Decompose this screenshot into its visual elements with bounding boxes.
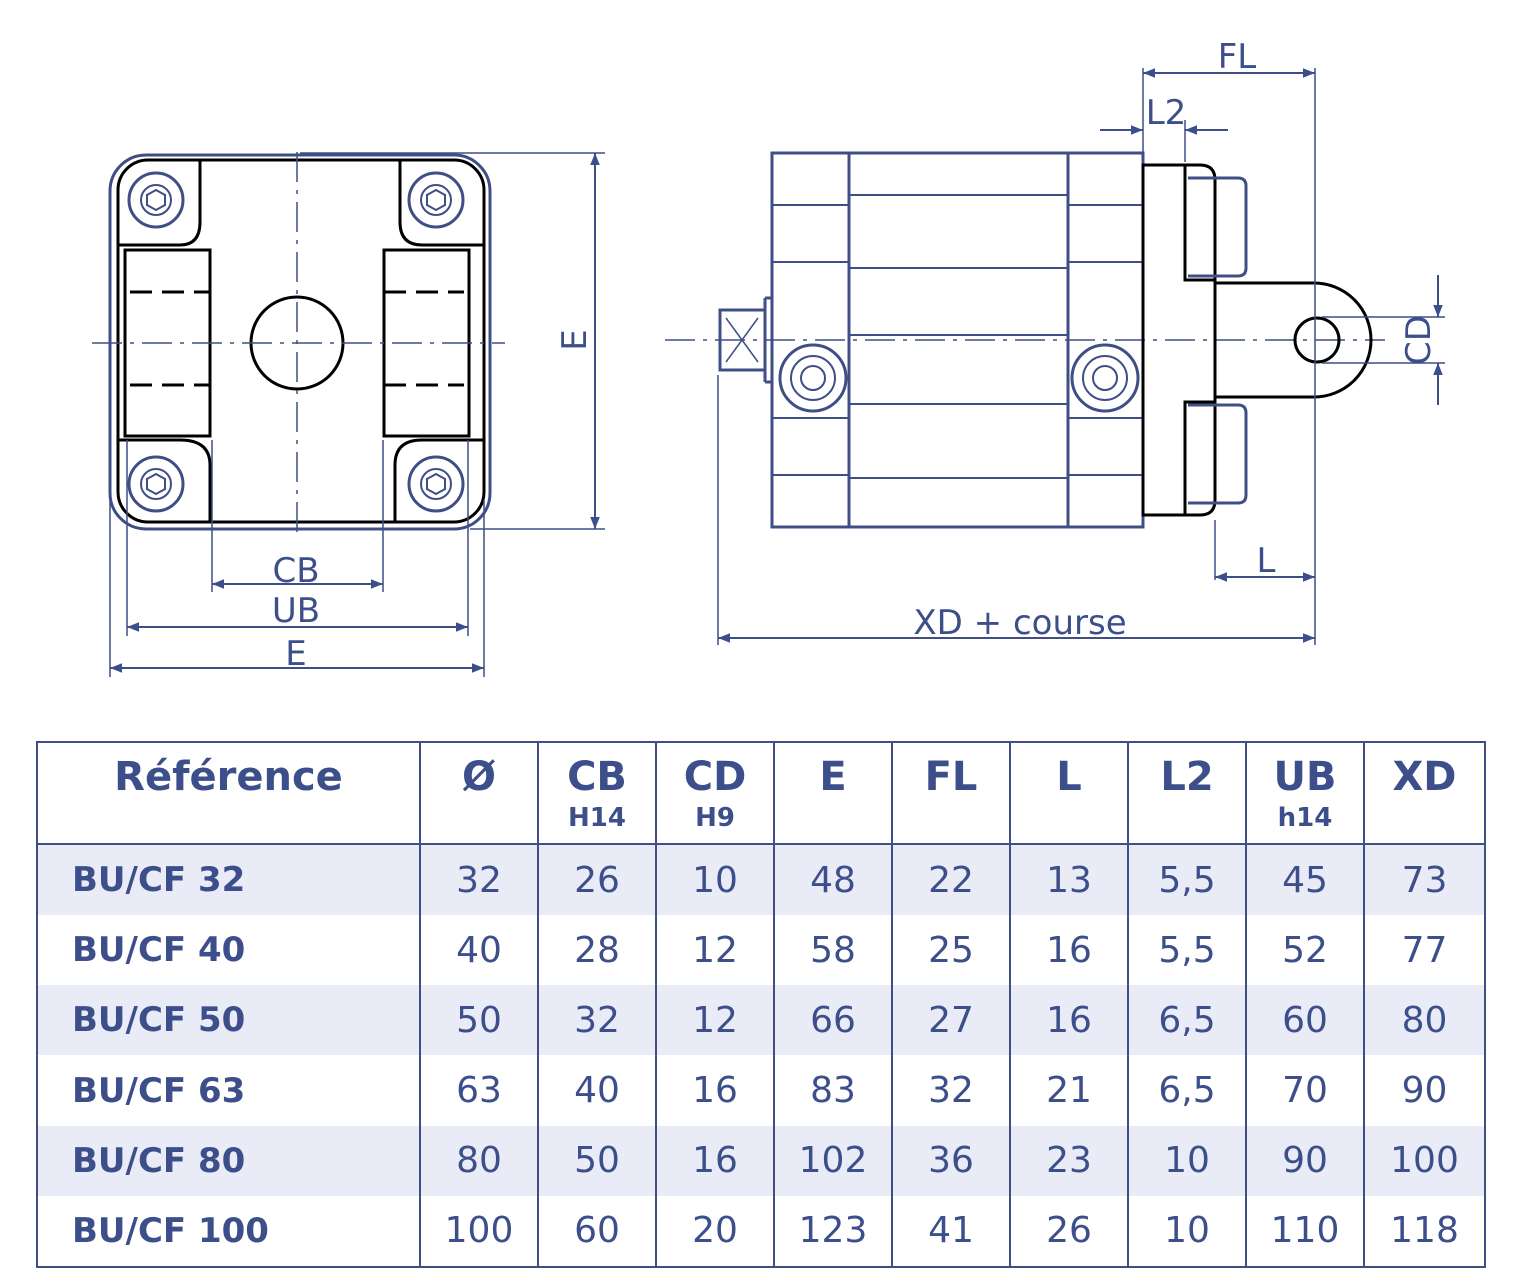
cell-xd: 100 — [1363, 1125, 1486, 1196]
cell-diameter: 50 — [419, 985, 539, 1056]
cell-diameter: 32 — [419, 844, 539, 916]
screw-bottom-right — [407, 455, 465, 513]
table-row: BU/CF 50 50 32 12 66 27 16 6,5 60 80 — [36, 985, 1486, 1056]
cell-ub: 70 — [1245, 1055, 1365, 1126]
header-diameter: Ø — [419, 741, 539, 845]
dim-label-l: L — [1257, 541, 1276, 581]
cell-e: 66 — [773, 985, 893, 1056]
cell-cd: 16 — [655, 1125, 775, 1196]
cell-xd: 90 — [1363, 1055, 1486, 1126]
technical-drawing: CB UB E E — [92, 37, 1445, 677]
cell-l: 13 — [1009, 844, 1129, 916]
port-right — [1070, 343, 1140, 413]
cell-reference: BU/CF 32 — [36, 844, 421, 916]
header-l2: L2 — [1127, 741, 1247, 845]
cell-l2: 5,5 — [1127, 844, 1247, 916]
cell-fl: 27 — [891, 985, 1011, 1056]
cell-diameter: 80 — [419, 1125, 539, 1196]
dim-label-xd: XD + course — [913, 603, 1126, 643]
cell-reference: BU/CF 63 — [36, 1055, 421, 1126]
cell-cd: 16 — [655, 1055, 775, 1126]
cell-cd: 10 — [655, 844, 775, 916]
cell-reference: BU/CF 50 — [36, 985, 421, 1056]
dim-label-l2: L2 — [1146, 93, 1187, 133]
cell-cd: 12 — [655, 915, 775, 986]
dim-label-e-bottom: E — [285, 634, 306, 674]
cell-cb: 50 — [537, 1125, 657, 1196]
cell-xd: 118 — [1363, 1195, 1486, 1269]
cell-fl: 36 — [891, 1125, 1011, 1196]
cell-fl: 25 — [891, 915, 1011, 986]
cell-l: 16 — [1009, 985, 1129, 1056]
cell-e: 102 — [773, 1125, 893, 1196]
cell-e: 83 — [773, 1055, 893, 1126]
cell-ub: 52 — [1245, 915, 1365, 986]
screw-top-right — [407, 171, 465, 229]
cell-reference: BU/CF 100 — [36, 1195, 421, 1269]
cell-e: 123 — [773, 1195, 893, 1269]
cell-ub: 60 — [1245, 985, 1365, 1056]
cell-l2: 6,5 — [1127, 1055, 1247, 1126]
header-e: E — [773, 741, 893, 845]
cell-l: 16 — [1009, 915, 1129, 986]
screw-top-left — [127, 171, 185, 229]
dim-label-e-side: E — [555, 329, 595, 350]
header-reference: Référence — [36, 741, 421, 845]
cell-l: 21 — [1009, 1055, 1129, 1126]
cell-l: 23 — [1009, 1125, 1129, 1196]
cell-ub: 110 — [1245, 1195, 1365, 1269]
cell-cb: 28 — [537, 915, 657, 986]
cell-diameter: 40 — [419, 915, 539, 986]
header-l: L — [1009, 741, 1129, 845]
cell-l: 26 — [1009, 1195, 1129, 1269]
dim-label-cd: CD — [1399, 315, 1439, 365]
cell-e: 48 — [773, 844, 893, 916]
cell-xd: 73 — [1363, 844, 1486, 916]
cell-ub: 90 — [1245, 1125, 1365, 1196]
cell-cb: 40 — [537, 1055, 657, 1126]
table-row: BU/CF 63 63 40 16 83 32 21 6,5 70 90 — [36, 1055, 1486, 1126]
clevis-mount — [1141, 163, 1373, 517]
dim-label-fl: FL — [1218, 37, 1257, 77]
cell-fl: 41 — [891, 1195, 1011, 1269]
cell-fl: 32 — [891, 1055, 1011, 1126]
header-fl: FL — [891, 741, 1011, 845]
dim-label-cb: CB — [272, 551, 319, 591]
cell-diameter: 63 — [419, 1055, 539, 1126]
cell-cd: 12 — [655, 985, 775, 1056]
cell-l2: 6,5 — [1127, 985, 1247, 1056]
table-row: BU/CF 80 80 50 16 102 36 23 10 90 100 — [36, 1125, 1486, 1196]
cell-cb: 32 — [537, 985, 657, 1056]
cell-l2: 10 — [1127, 1195, 1247, 1269]
cell-cd: 20 — [655, 1195, 775, 1269]
cell-l2: 5,5 — [1127, 915, 1247, 986]
table-row: BU/CF 40 40 28 12 58 25 16 5,5 52 77 — [36, 915, 1486, 986]
port-left — [778, 343, 848, 413]
dim-label-ub: UB — [272, 591, 320, 631]
table-row: BU/CF 32 32 26 10 48 22 13 5,5 45 73 — [36, 844, 1486, 916]
cell-ub: 45 — [1245, 844, 1365, 916]
table-row: BU/CF 100 100 60 20 123 41 26 10 110 118 — [36, 1195, 1486, 1269]
cell-cb: 26 — [537, 844, 657, 916]
side-view: FL L2 CD L XD + course — [665, 37, 1445, 645]
cell-l2: 10 — [1127, 1125, 1247, 1196]
cell-reference: BU/CF 40 — [36, 915, 421, 986]
cell-xd: 80 — [1363, 985, 1486, 1056]
screw-bottom-left — [127, 455, 185, 513]
cell-fl: 22 — [891, 844, 1011, 916]
cell-reference: BU/CF 80 — [36, 1125, 421, 1196]
cell-e: 58 — [773, 915, 893, 986]
cell-cb: 60 — [537, 1195, 657, 1269]
front-view: CB UB E E — [92, 152, 605, 677]
rod-end — [718, 296, 772, 384]
header-xd: XD — [1363, 741, 1486, 845]
cell-diameter: 100 — [419, 1195, 539, 1269]
cell-xd: 77 — [1363, 915, 1486, 986]
